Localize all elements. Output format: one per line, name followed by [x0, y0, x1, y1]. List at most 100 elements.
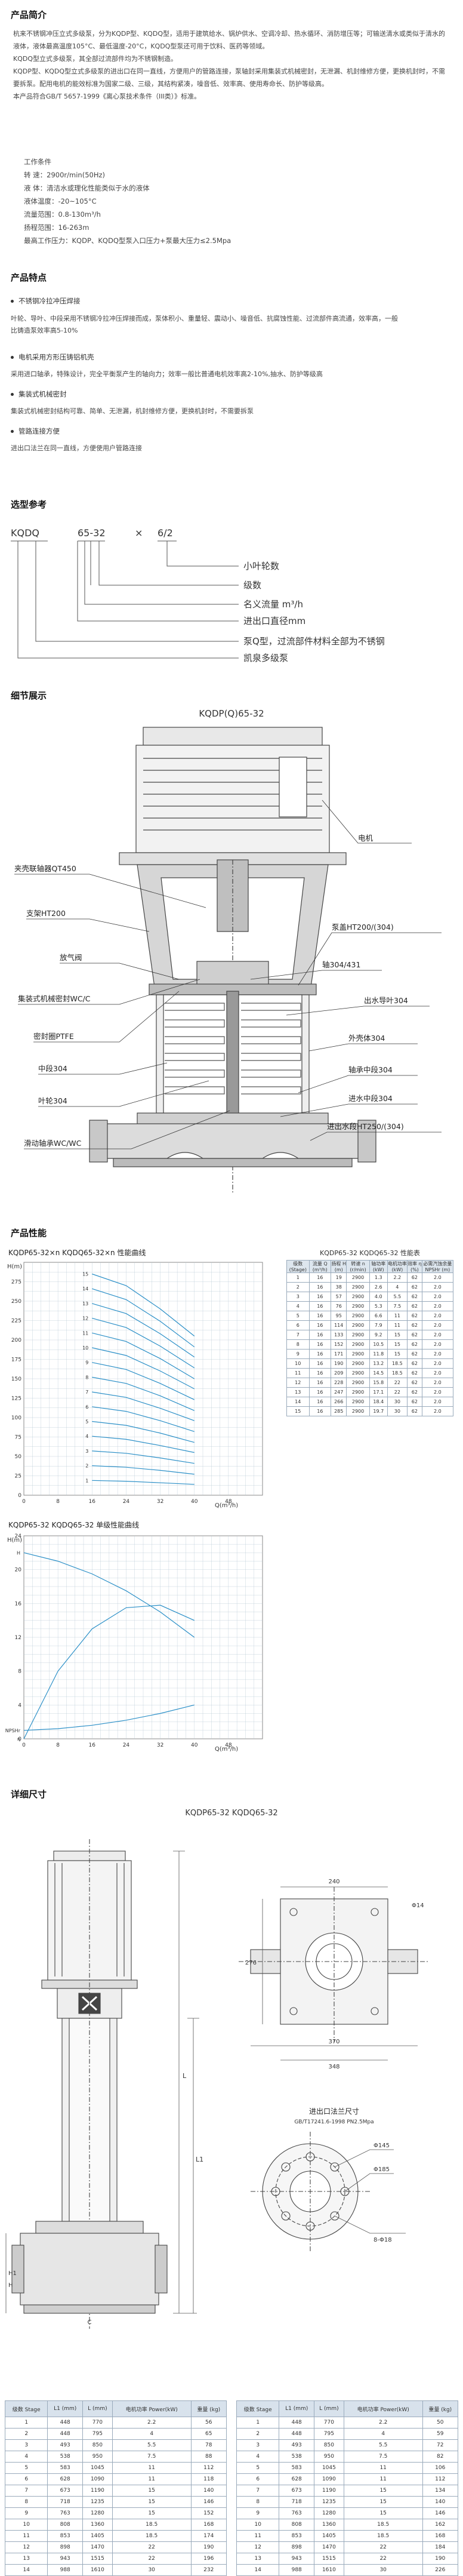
table-cell: 62	[406, 1301, 422, 1311]
intro-paragraph: 杭来不锈钢冲压立式多级泵，分为KQDP型、KQDQ型，适用于建筑给水、锅炉供水、…	[13, 30, 445, 50]
y-tick-label: 75	[15, 1435, 21, 1441]
table-cell: 11	[343, 2473, 423, 2485]
table-cell: 72	[422, 2439, 459, 2451]
table-cell: 5.5	[387, 1292, 408, 1302]
y-tick-label: 24	[15, 1533, 22, 1539]
table-cell: 988	[47, 2564, 83, 2576]
chart1-title: KQDP65-32×n KQDQ65-32×n 性能曲线	[8, 1249, 146, 1257]
part-label: 集装式机械密封WC/C	[18, 994, 91, 1003]
table-cell: 1515	[313, 2553, 344, 2565]
intro-paragraph: 本产品符合GB/T 5657-1999《离心泵技术条件（III类）》标准。	[13, 93, 201, 100]
table-cell: 62	[406, 1368, 422, 1378]
chart2-title: KQDP65-32 KQDQ65-32 单级性能曲线	[8, 1521, 139, 1529]
table-cell: 162	[422, 2519, 459, 2531]
table-cell: 62	[406, 1272, 422, 1283]
model-meaning: 小叶轮数	[243, 561, 279, 571]
model-meaning: 凯泉多级泵	[243, 653, 288, 663]
table-cell: 795	[82, 2428, 113, 2440]
dim-label: Φ145	[374, 2142, 390, 2149]
table-cell: 15	[112, 2485, 192, 2497]
table-cell: 1	[236, 2417, 280, 2429]
table-cell: 2.2	[343, 2417, 423, 2429]
table-cell: 5	[236, 2462, 280, 2474]
part-label: 夹壳联轴器QT450	[14, 864, 76, 873]
table-cell: 2900	[346, 1301, 370, 1311]
table-cell: 190	[190, 2541, 227, 2553]
pump-outline	[89, 727, 376, 1194]
x-tick-label: 16	[89, 1742, 96, 1748]
table-cell: 50	[422, 2417, 459, 2429]
table-cell: 628	[47, 2473, 83, 2485]
y-tick-label: 125	[11, 1396, 21, 1402]
table-cell: 2	[286, 1282, 310, 1292]
table-cell: 8	[286, 1339, 310, 1350]
table-cell: 16	[308, 1301, 332, 1311]
table-cell: 65	[190, 2428, 227, 2440]
table-cell: 15	[343, 2496, 423, 2508]
table-cell: 16	[308, 1358, 332, 1369]
table-cell: 2.0	[421, 1339, 454, 1350]
series-line	[92, 1288, 195, 1348]
table-cell: 16	[308, 1397, 332, 1407]
table-cell: 7.5	[112, 2451, 192, 2463]
dimension-table-header: L (mm)	[82, 2400, 113, 2417]
series-label: 8	[85, 1375, 88, 1380]
series-line	[92, 1480, 195, 1485]
table-cell: 763	[47, 2507, 83, 2519]
intro-paragraph: KQDQ型立式多级泵，其全部过流部件均为不锈钢制造。	[13, 55, 177, 63]
part-label: 进水中段304	[348, 1094, 393, 1103]
table-cell: 16	[308, 1406, 332, 1416]
table-cell: 9	[236, 2507, 280, 2519]
table-cell: 16	[308, 1311, 332, 1321]
dimension-table-header: 重量 (kg)	[422, 2400, 459, 2417]
intro-paragraph: KQDP型、KQDQ型立式多级泵的进出口在同一直线，方便用户的管路连接，泵轴封采…	[13, 67, 445, 88]
table-cell: 1090	[313, 2473, 344, 2485]
table-cell: 583	[47, 2462, 83, 2474]
table-cell: 190	[331, 1358, 347, 1369]
table-cell: 13	[286, 1387, 310, 1397]
table-cell: 16	[308, 1282, 332, 1292]
dimension-table-header: 重量 (kg)	[190, 2400, 227, 2417]
chart2-ylabel: H(m)	[7, 1537, 22, 1544]
table-cell: 62	[406, 1282, 422, 1292]
table-cell: 15	[343, 2485, 423, 2497]
table-cell: 950	[313, 2451, 344, 2463]
table-cell: 2900	[346, 1311, 370, 1321]
y-tick-label: 200	[11, 1338, 21, 1344]
table-cell: 140	[422, 2496, 459, 2508]
series-line	[92, 1465, 195, 1475]
table-cell: 209	[331, 1368, 347, 1378]
drawing-title: KQDP(Q)65-32	[199, 708, 264, 719]
table-cell: 62	[406, 1358, 422, 1369]
bullet-dot-icon	[11, 430, 14, 433]
table-cell: 11	[236, 2530, 280, 2542]
table-cell: 10	[4, 2519, 48, 2531]
table-cell: 4	[286, 1301, 310, 1311]
table-cell: 95	[331, 1311, 347, 1321]
table-cell: 134	[422, 2485, 459, 2497]
intro-title: 产品简介	[11, 10, 47, 20]
table-cell: 112	[190, 2462, 227, 2474]
table-cell: 4.0	[369, 1292, 388, 1302]
table-cell: 538	[47, 2451, 83, 2463]
series-line	[92, 1406, 195, 1432]
dim-label: 8-Φ18	[374, 2237, 392, 2243]
detail-section: 细节展示 KQDP(Q)65-32	[0, 681, 463, 1206]
y-tick-label: 175	[11, 1357, 21, 1363]
table-cell: 1610	[313, 2564, 344, 2576]
table-cell: 62	[406, 1320, 422, 1330]
